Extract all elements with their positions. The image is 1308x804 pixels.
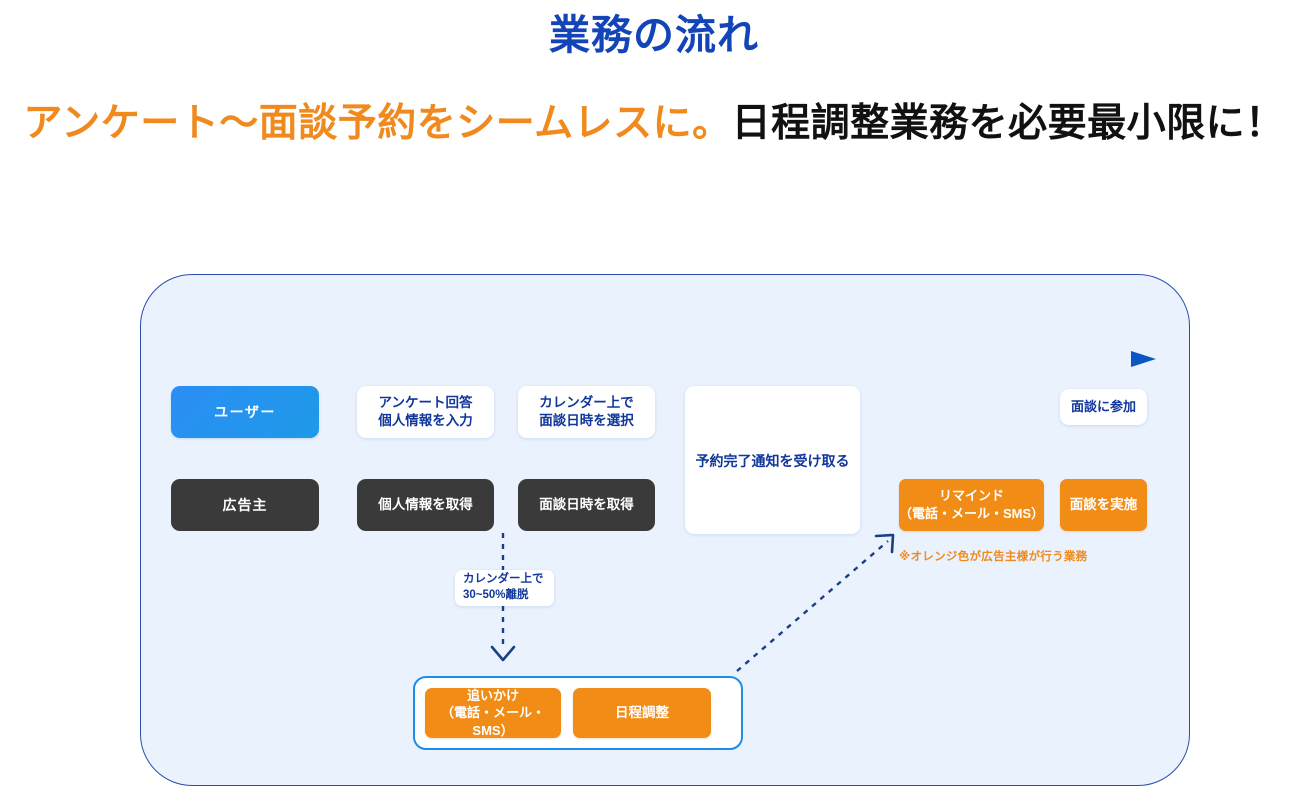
step-survey-answer[interactable]: アンケート回答 個人情報を入力 [357,386,494,438]
legend-note-orange: ※オレンジ色が広告主様が行う業務 [899,551,1088,563]
step-booking-notice[interactable]: 予約完了通知を受け取る [685,386,860,534]
step-get-interview-date[interactable]: 面談日時を取得 [518,479,655,531]
dropoff-callout: カレンダー上で 30~50%離脱 [455,570,554,606]
step-join-interview[interactable]: 面談に参加 [1060,389,1147,425]
subtitle-orange-part: アンケート～面談予約をシームレスに。 [23,102,732,145]
timeline-arrow-icon [367,351,1156,367]
step-remind[interactable]: リマインド （電話・メール・SMS） [899,479,1044,531]
step-do-interview[interactable]: 面談を実施 [1060,479,1147,531]
page-title: 業務の流れ [549,12,759,58]
page-subtitle: アンケート～面談予約をシームレスに。日程調整業務を必要最小限に！ [0,101,1308,148]
subtitle-black-part: 日程調整業務を必要最小限に！ [731,102,1285,145]
lane-label-advertiser[interactable]: 広告主 [171,479,319,531]
step-chase[interactable]: 追いかけ （電話・メール・SMS） [425,688,561,738]
step-get-personal-info[interactable]: 個人情報を取得 [357,479,494,531]
step-schedule-adjust[interactable]: 日程調整 [573,688,711,738]
manual-work-group: 追いかけ （電話・メール・SMS） 日程調整 [413,676,743,750]
step-calendar-select[interactable]: カレンダー上で 面談日時を選択 [518,386,655,438]
lane-label-user[interactable]: ユーザー [171,386,319,438]
